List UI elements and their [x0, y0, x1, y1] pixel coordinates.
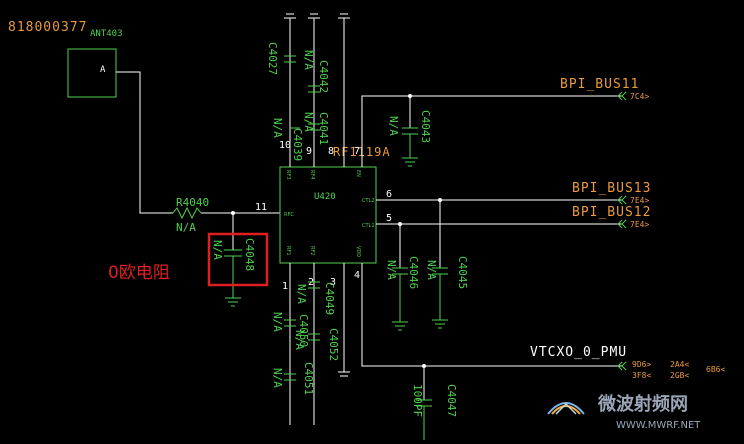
net-bpi12-arrow	[617, 219, 627, 229]
pin-4: 4	[354, 270, 360, 281]
pin-label-ctl1: CTL1	[362, 223, 375, 229]
c4051-symbol	[284, 373, 296, 381]
net-bpi12-ref: 7E4>	[630, 220, 649, 229]
c4041-ref: C4041	[317, 112, 330, 145]
u420-body	[279, 166, 377, 264]
net-vtcxo-ref1: 9D6>	[632, 360, 651, 369]
r4040-value: N/A	[176, 221, 196, 234]
c4048-ground	[225, 297, 241, 307]
antenna-pin-label: A	[100, 65, 106, 75]
pin-11: 11	[255, 202, 267, 213]
net-bpi13-arrow	[617, 195, 627, 205]
c4048-symbol	[224, 249, 242, 257]
c4049-symbol	[308, 281, 320, 289]
c4041-symbol	[308, 123, 320, 131]
c4045-ground	[432, 274, 448, 329]
c4045-ref: C4045	[456, 256, 469, 289]
net-bpi13-ref: 7E4>	[630, 196, 649, 205]
pin-label-rf1: RF1	[285, 246, 291, 256]
pin-1: 1	[282, 281, 288, 292]
c4050-ref: C4050	[297, 314, 310, 347]
c4042-symbol	[308, 85, 320, 93]
c4049-ref: C4049	[323, 282, 336, 315]
c4046-ref: C4046	[407, 256, 420, 289]
pin-6: 6	[386, 189, 392, 200]
pin-label-rf4: RF4	[309, 170, 315, 180]
c4047-value: 100PF	[411, 384, 424, 417]
c4052-ref: C4052	[327, 328, 340, 361]
pin-7: 7	[354, 146, 360, 157]
pin8-ground	[338, 13, 350, 19]
net-vtcxo-ref2: 2A4<	[670, 360, 689, 369]
pin9-ground	[308, 13, 320, 19]
c4052-symbol	[308, 333, 320, 341]
c4051-value: N/A	[271, 368, 284, 388]
annotation-text: 0欧电阻	[108, 263, 170, 283]
c4027-ref: C4027	[266, 42, 279, 75]
antenna-box	[67, 48, 117, 98]
c4039-ref: C4039	[291, 128, 304, 161]
c4046-value: N/A	[385, 260, 398, 280]
pin-label-rfc: RFC	[284, 212, 294, 218]
watermark-cn: 微波射频网	[597, 393, 688, 415]
c4045-value: N/A	[425, 260, 438, 280]
pin-9: 9	[306, 146, 312, 157]
pin-8: 8	[328, 146, 334, 157]
u420-part: RF1119A	[333, 145, 391, 159]
header-code: 818000377	[8, 20, 87, 35]
pin7-wire	[361, 95, 622, 167]
c4050-symbol	[284, 319, 296, 327]
c4039-value: N/A	[271, 118, 284, 138]
pin-label-en: EN	[355, 170, 361, 177]
net-vtcxo-arrow	[617, 361, 627, 371]
c4050-value: N/A	[271, 312, 284, 332]
net-bpi11-arrow	[617, 91, 627, 101]
antenna-wire	[116, 71, 173, 214]
pin3-ground	[338, 371, 350, 377]
net-bpi13-name: BPI_BUS13	[572, 181, 651, 196]
r4040-symbol	[172, 206, 202, 220]
watermark-url: WWW.MWRF.NET	[616, 420, 701, 431]
c4051-ref: C4051	[302, 362, 315, 395]
c4043-ref: C4043	[419, 110, 432, 143]
c4043-ground	[402, 134, 418, 167]
net-vtcxo-name: VTCXO_0_PMU	[530, 345, 627, 360]
c4046-ground	[392, 274, 408, 331]
c4041-value: N/A	[302, 112, 315, 132]
net-bpi12-name: BPI_BUS12	[572, 205, 651, 220]
pin-5: 5	[386, 213, 392, 224]
pin-label-ctl2: CTL2	[362, 198, 375, 204]
pin4-wire	[361, 263, 622, 367]
net-vtcxo-ref4: 2GB<	[670, 371, 689, 380]
highlight-box	[207, 232, 269, 287]
net-vtcxo-ref5: 6B6<	[706, 365, 725, 374]
r4040-ref: R4040	[176, 196, 209, 209]
c4048-ref: C4048	[243, 238, 256, 271]
c4042-ref: C4042	[317, 60, 330, 93]
net-bpi11-ref: 7C4>	[630, 92, 649, 101]
antenna-ref: ANT403	[90, 29, 123, 39]
c4043-symbol	[402, 127, 418, 135]
net-bpi11-name: BPI_BUS11	[560, 77, 639, 92]
pin-label-rf3: RF3	[285, 170, 291, 180]
c4048-value: N/A	[211, 240, 224, 260]
c4049-value: N/A	[295, 284, 308, 304]
c4043-value: N/A	[387, 116, 400, 136]
pin-label-rf2: RF2	[309, 246, 315, 256]
c4047-ref: C4047	[445, 384, 458, 417]
pin-10: 10	[279, 140, 291, 151]
watermark-logo-icon	[547, 402, 585, 415]
c4027-symbol	[284, 55, 296, 63]
c4042-value: N/A	[302, 50, 315, 70]
pin-3: 3	[330, 277, 336, 288]
pin-label-vdd: VDD	[355, 246, 361, 257]
pin10-ground	[284, 13, 296, 19]
c4052-value: N/A	[293, 330, 306, 350]
u420-ref: U420	[314, 192, 336, 202]
net-vtcxo-ref3: 3F8<	[632, 371, 651, 380]
